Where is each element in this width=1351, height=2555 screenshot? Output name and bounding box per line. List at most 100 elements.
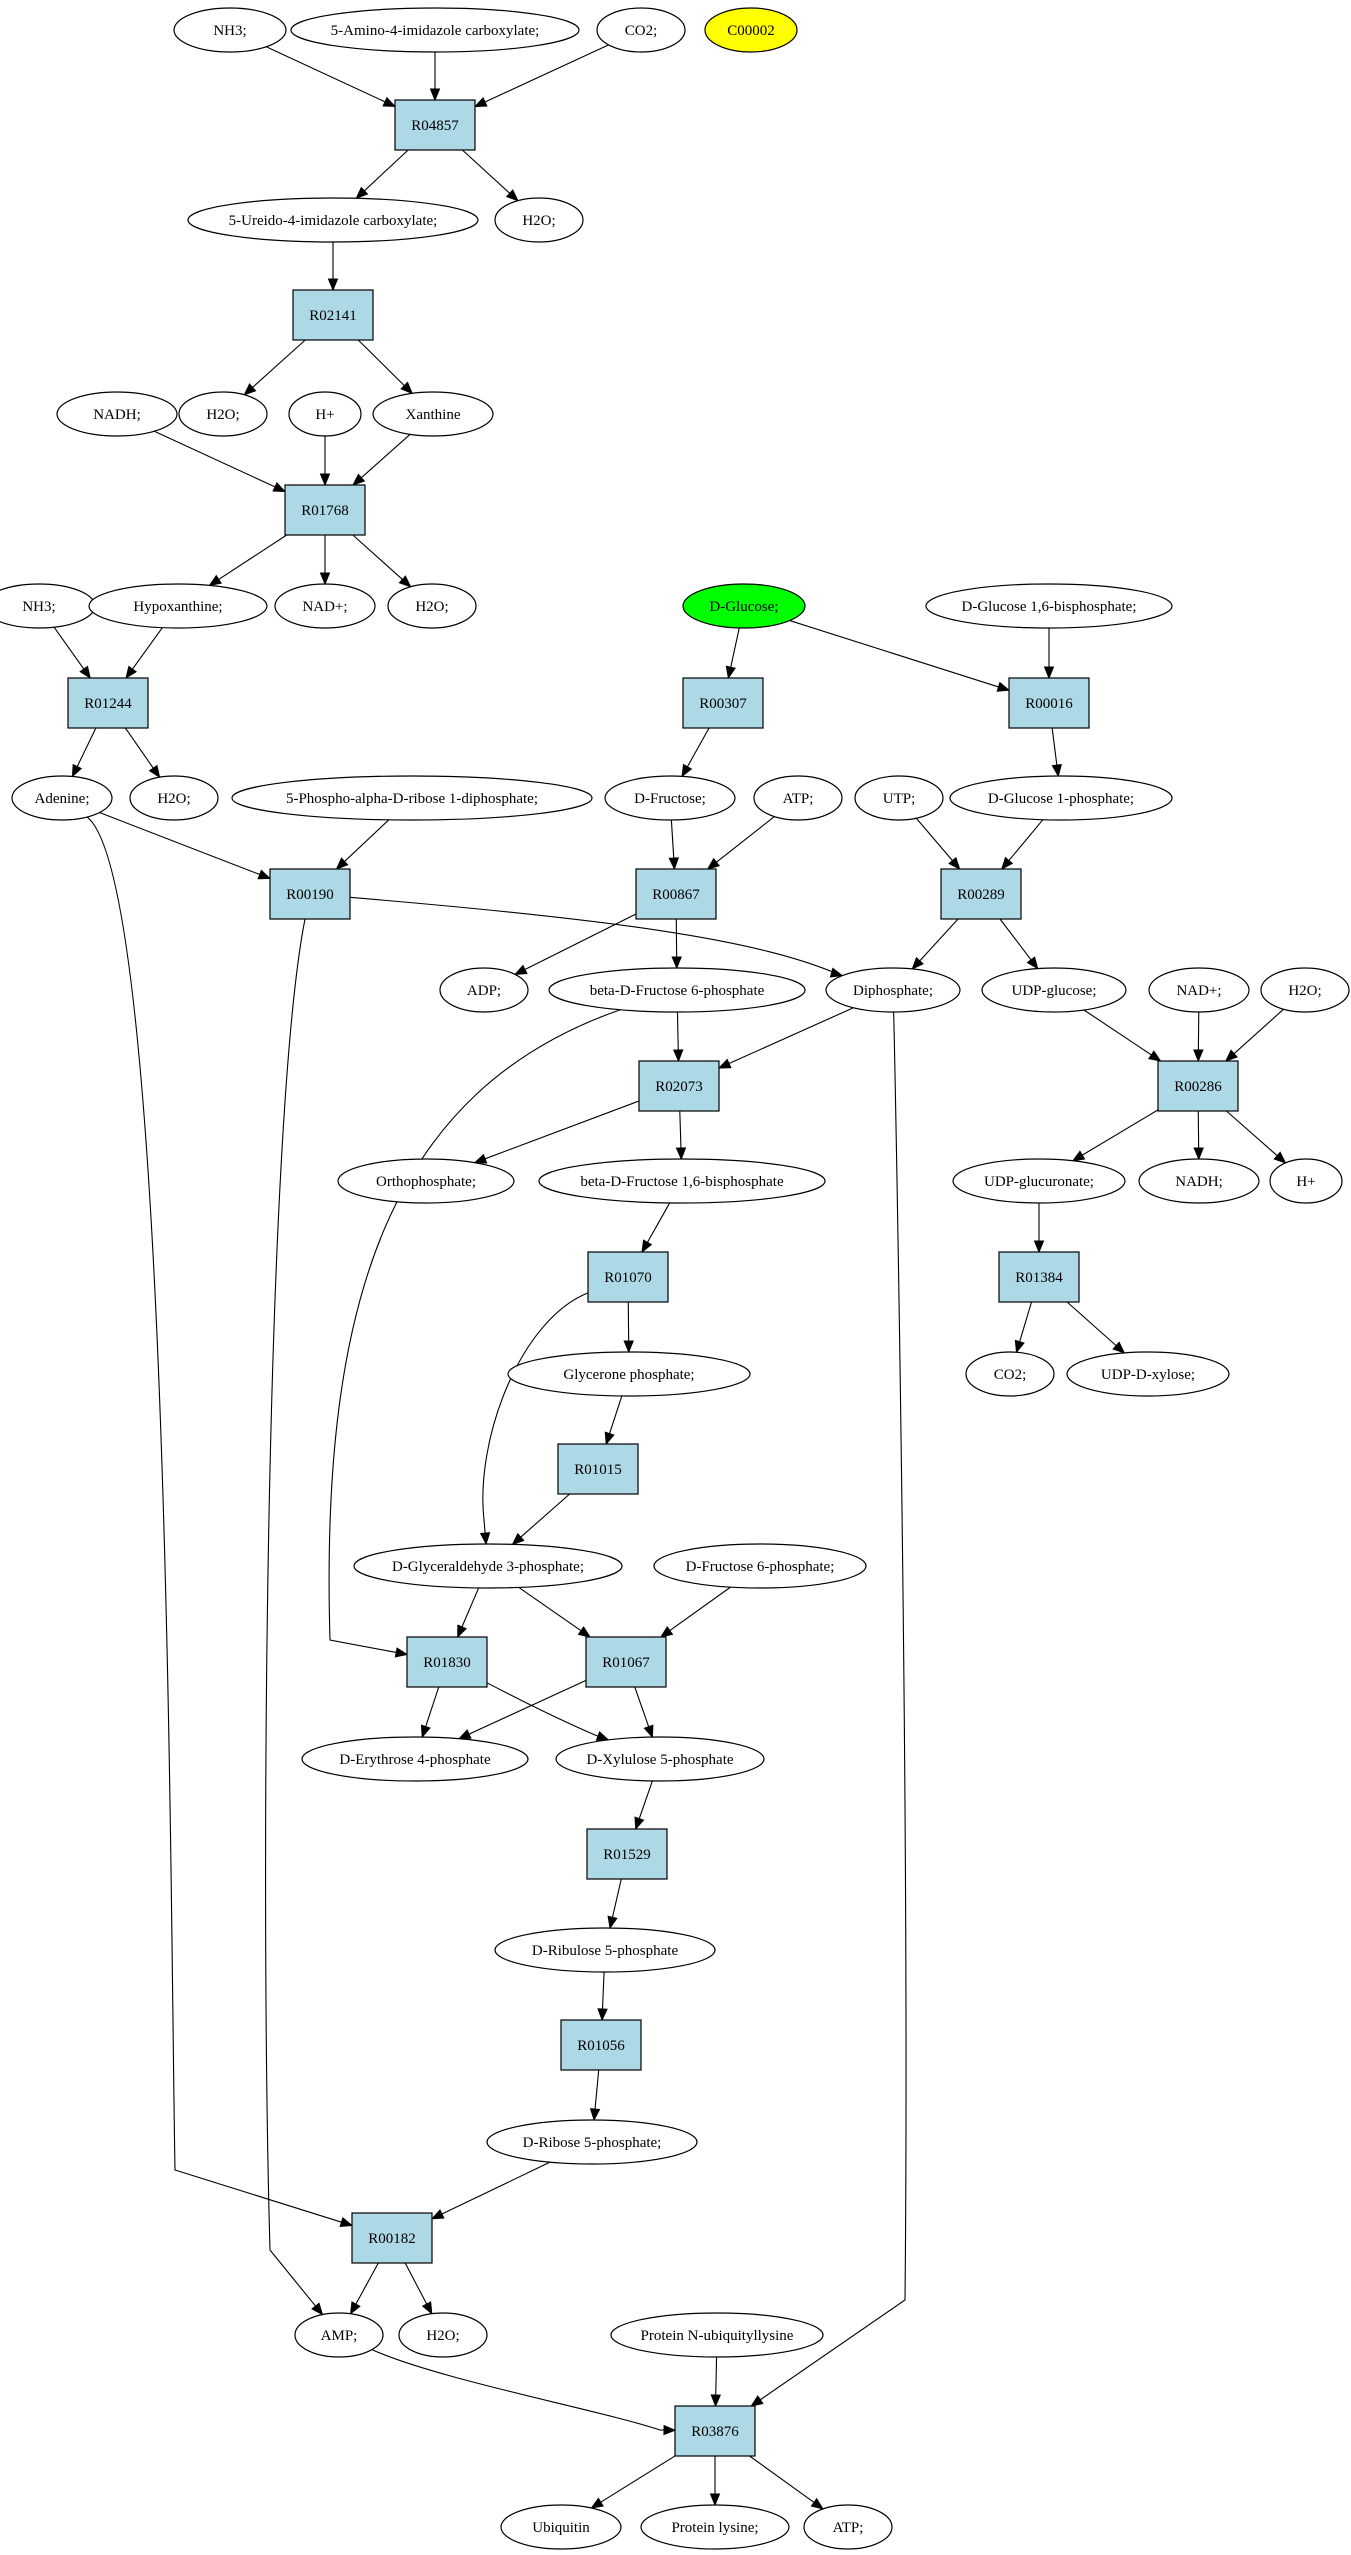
arrowhead — [659, 1626, 674, 1638]
edge-R00182-to-amp — [349, 2262, 379, 2315]
compound-node-glyp: Glycerone phosphate; — [507, 1351, 751, 1397]
edge-line — [1083, 1009, 1152, 1056]
arrowhead — [1112, 1341, 1126, 1354]
node-label: R03876 — [691, 2424, 739, 2440]
edge-line — [352, 534, 403, 580]
reaction-node-R00289: R00289 — [940, 868, 1022, 920]
arrowhead — [589, 2108, 601, 2122]
compound-node-amp: AMP; — [294, 2312, 384, 2358]
edge-R00289-to-udpglc — [999, 918, 1039, 970]
edge-R01830-to-dx5p — [486, 1682, 610, 1741]
node-label: H+ — [315, 407, 334, 423]
arrowhead — [420, 1724, 431, 1739]
edge-uic-to-R02141 — [327, 242, 339, 292]
node-label: beta-D-Fructose 1,6-bisphosphate — [580, 1174, 784, 1190]
compound-ellipse — [178, 391, 268, 437]
arrowhead — [257, 869, 272, 880]
reaction-node-R01067: R01067 — [585, 1636, 667, 1688]
compound-ellipse — [494, 1927, 716, 1973]
node-label: D-Fructose 6-phosphate; — [686, 1559, 835, 1575]
compound-ellipse — [981, 967, 1127, 1013]
compound-node-nadh_b: NADH; — [1138, 1158, 1260, 1204]
edge-xanthine-to-R01768 — [352, 433, 411, 486]
compound-node-h2o_d: H2O; — [129, 775, 219, 821]
reaction-box — [557, 1443, 639, 1495]
compound-node-nadp_a: NAD+; — [274, 583, 376, 629]
arrowhead — [243, 383, 257, 396]
reaction-box — [394, 99, 476, 151]
compound-ellipse — [682, 583, 806, 629]
edge-dr5p-to-R00182 — [430, 2161, 551, 2220]
node-label: H2O; — [522, 213, 555, 229]
arrowhead — [1033, 1240, 1045, 1254]
edge-R02141-to-xanthine — [357, 339, 414, 395]
edge-nh3_b-to-R01244 — [53, 626, 91, 680]
edge-bdf16bp-to-R01070 — [641, 1202, 671, 1254]
compound-ellipse — [1260, 967, 1350, 1013]
reaction-box — [638, 1060, 720, 1112]
node-label: 5-Phospho-alpha-D-ribose 1-diphosphate; — [286, 791, 538, 807]
compound-ellipse — [952, 1158, 1126, 1204]
compound-node-udpgluc: UDP-glucuronate; — [952, 1158, 1126, 1204]
edge-line — [611, 1878, 622, 1918]
node-label: NH3; — [22, 599, 55, 615]
compound-ellipse — [507, 1351, 751, 1397]
edge-diphos-to-R03876 — [750, 1011, 907, 2407]
edge-dg3p-to-R01830 — [457, 1587, 480, 1639]
compound-node-xanthine: Xanthine — [372, 391, 494, 437]
node-label: H2O; — [426, 2328, 459, 2344]
edge-R00190-to-diphos — [349, 896, 844, 978]
compound-ellipse — [439, 967, 529, 1013]
compound-ellipse — [387, 583, 477, 629]
node-label: R00289 — [957, 887, 1005, 903]
node-label: D-Erythrose 4-phosphate — [339, 1752, 491, 1768]
reaction-box — [635, 868, 717, 920]
edge-R01768-to-hypox — [208, 534, 288, 587]
compound-ellipse — [548, 967, 806, 1013]
arrowhead — [1273, 1151, 1287, 1164]
node-label: R01067 — [602, 1655, 650, 1671]
node-label: UDP-glucuronate; — [984, 1174, 1094, 1190]
compound-ellipse — [353, 1543, 623, 1589]
reaction-node-R01529: R01529 — [586, 1828, 668, 1880]
node-label: Adenine; — [35, 791, 90, 807]
edge-line — [363, 149, 409, 192]
compound-node-dr5p: D-Ribose 5-phosphate; — [486, 2119, 698, 2165]
edge-atp_a-to-R00867 — [706, 816, 775, 870]
edge-dru5p-to-R01056 — [597, 1971, 608, 2022]
edge-line — [265, 918, 316, 2307]
reaction-node-R02073: R02073 — [638, 1060, 720, 1112]
edge-R00286-to-hplus_b — [1226, 1110, 1287, 1164]
edge-line — [999, 918, 1032, 961]
arrowhead — [706, 857, 721, 870]
node-label: R01384 — [1015, 1270, 1063, 1286]
arrowhead — [710, 2394, 722, 2408]
compound-node-pnul: Protein N-ubiquityllysine — [610, 2312, 824, 2358]
edge-line — [132, 627, 163, 670]
edge-line — [484, 1100, 640, 1160]
node-label: R02073 — [655, 1079, 703, 1095]
arrowhead — [607, 1915, 618, 1930]
node-label: D-Glyceraldehyde 3-phosphate; — [392, 1559, 584, 1575]
node-label: R00182 — [368, 2231, 416, 2247]
edge-line — [760, 1011, 907, 2401]
edge-line — [524, 913, 637, 971]
edge-line — [518, 1586, 582, 1632]
node-label: ADP; — [467, 983, 501, 999]
node-label: R01768 — [301, 503, 349, 519]
node-label: R00286 — [1174, 1079, 1222, 1095]
node-label: ATP; — [783, 791, 814, 807]
arrowhead — [590, 2497, 604, 2509]
edge-udpglc-to-R00286 — [1083, 1009, 1162, 1062]
node-label: R01056 — [577, 2038, 625, 2054]
reaction-node-R00867: R00867 — [635, 868, 717, 920]
arrowhead — [641, 1239, 653, 1254]
compound-ellipse — [825, 967, 961, 1013]
compound-ellipse — [301, 1736, 529, 1782]
compound-ellipse — [294, 2312, 384, 2358]
compound-ellipse — [610, 2312, 824, 2358]
arrowhead — [717, 1058, 732, 1069]
arrowhead — [479, 1532, 491, 1546]
compound-ellipse — [274, 583, 376, 629]
compound-node-udpxyl: UDP-D-xylose; — [1066, 1351, 1230, 1397]
